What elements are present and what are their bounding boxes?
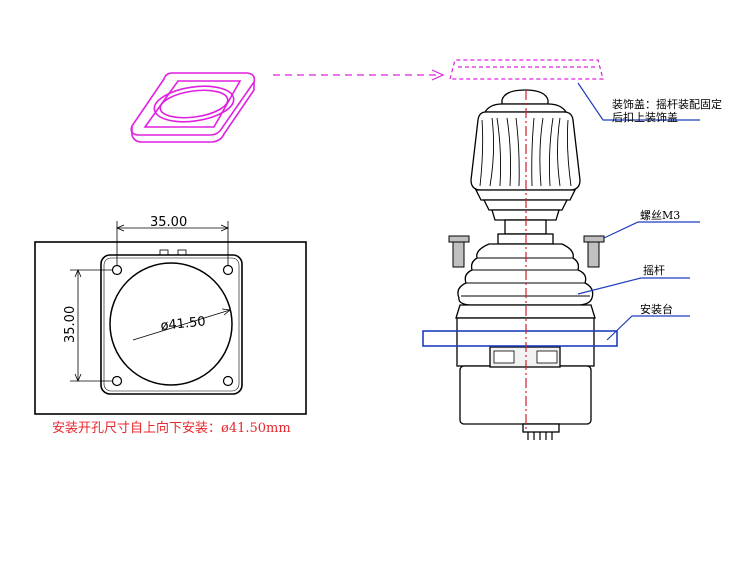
install-cutout-note: 安装开孔尺寸自上向下安装：ø41.50mm xyxy=(52,420,291,436)
dimension-vertical-label: 35.00 xyxy=(63,306,78,343)
flange-plate xyxy=(100,254,243,395)
cover-arrow-head xyxy=(431,69,445,81)
mounting-panel-drawing: 35.00 35.00 ø41.50 xyxy=(34,215,307,415)
dimension-diameter-label: ø41.50 xyxy=(160,314,206,334)
decorative-cover-side-ghost xyxy=(449,59,604,80)
panel-outline xyxy=(34,241,307,415)
callout-decorative-cover-line1: 装饰盖：摇杆装配固定 xyxy=(612,97,722,111)
screw-m3-left xyxy=(448,235,470,268)
callout-rocker: 摇杆 xyxy=(643,263,665,277)
screw-m3-right xyxy=(583,235,605,268)
callout-mount: 安装台 xyxy=(640,302,673,316)
dimension-horizontal-label: 35.00 xyxy=(150,215,187,230)
callout-decorative-cover-line2: 后扣上装饰盖 xyxy=(612,110,678,124)
mounting-platform xyxy=(422,330,618,347)
decorative-cover-isometric xyxy=(130,72,256,143)
callout-screw: 螺丝M3 xyxy=(640,209,680,222)
mount-hole-diameter xyxy=(109,262,233,386)
mount-screw-hole xyxy=(222,375,234,387)
callout-leaders xyxy=(577,82,700,341)
